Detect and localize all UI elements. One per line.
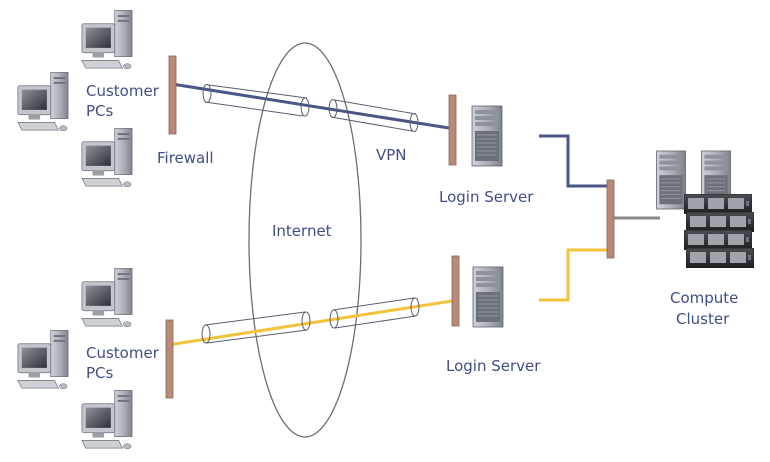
desktop-pc-icon <box>81 268 133 328</box>
login-server-bottom-label: Login Server <box>446 357 541 375</box>
desktop-pc-icon <box>17 330 69 390</box>
link-login-bottom-to-switch <box>539 248 608 302</box>
internet-cloud-oval <box>248 42 362 438</box>
desktop-pc-icon <box>81 128 133 188</box>
rack-server-icon <box>686 212 754 232</box>
compute-cluster-label-line1: Compute <box>670 289 739 307</box>
vpn-line-top <box>171 82 450 130</box>
internet-label: Internet <box>272 222 332 240</box>
desktop-pc-icon <box>81 390 133 450</box>
tower-server-icon <box>655 150 687 210</box>
compute-cluster-label-line2: Cluster <box>676 310 730 328</box>
firewall-bar-top <box>168 55 177 135</box>
customer-pcs-top-label-line2: PCs <box>86 102 114 120</box>
tower-server-icon <box>472 266 504 328</box>
firewall-bar-login-bottom <box>451 255 460 327</box>
link-login-top-to-switch <box>539 134 608 188</box>
rack-server-icon <box>686 248 754 268</box>
desktop-pc-icon <box>17 72 69 132</box>
rack-server-icon <box>684 194 752 214</box>
vpn-tunnel-top-right <box>328 99 419 132</box>
vpn-tunnel-top-left <box>202 84 310 117</box>
tower-server-icon <box>471 105 503 167</box>
desktop-pc-icon <box>81 10 133 70</box>
firewall-bar-bottom <box>165 319 174 399</box>
rack-server-icon <box>684 230 752 250</box>
vpn-label: VPN <box>376 146 407 164</box>
customer-pcs-bottom-label-line1: Customer <box>86 344 159 362</box>
vpn-tunnel-bottom-right <box>329 297 420 329</box>
customer-pcs-top-label-line1: Customer <box>86 82 159 100</box>
firewall-bar-login-top <box>448 94 457 166</box>
customer-pcs-bottom-label-line2: PCs <box>86 364 114 382</box>
firewall-label: Firewall <box>157 149 214 167</box>
login-server-top-label: Login Server <box>439 188 534 206</box>
vpn-tunnel-bottom-left <box>201 311 311 344</box>
switch-bar <box>606 179 615 259</box>
